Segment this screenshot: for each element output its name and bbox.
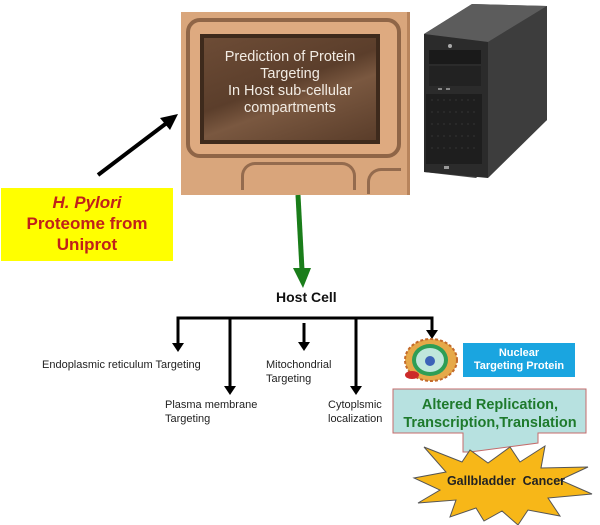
arrowhead-nuclear [426, 330, 438, 339]
monitor-cable [367, 168, 401, 194]
cyto-label-line-1: Cytoplsmic [328, 399, 382, 411]
outcome-line-1: Altered Replication, [421, 397, 559, 413]
pm-label-line-2: Targeting [165, 412, 211, 425]
arrowhead-mitochondrial [298, 342, 310, 351]
monitor-stand [241, 162, 356, 190]
monitor-to-host-cell-arrow [293, 194, 311, 288]
monitor-screen: Prediction of Protein Targeting In Host … [200, 34, 380, 144]
source-line-3: Uniprot [56, 235, 118, 254]
mitochondrial-targeting-label: Mitochondrial Targeting [266, 359, 331, 386]
arrowhead-plasma-membrane [224, 386, 236, 395]
er-label-line-1: Endoplasmic reticulum Targeting [42, 359, 201, 371]
source-proteome-box: H. Pylori Proteome from Uniprot [1, 188, 173, 261]
outcome-line-2: Transcription,Translation [403, 415, 577, 431]
gallbladder-cancer-label: Gallbladder Cancer [446, 474, 566, 488]
mito-label-line-2: Targeting [266, 372, 312, 385]
cyto-label-line-2: localization [328, 412, 383, 425]
source-to-monitor-arrow [96, 114, 178, 177]
screen-line-1: Prediction of Protein [224, 49, 356, 65]
nuclear-line-1: Nuclear [498, 347, 540, 359]
cytoplasmic-localization-label: Cytoplsmic localization [328, 399, 382, 426]
nuclear-line-2: Targeting Protein [473, 360, 565, 372]
host-cell-branch-tree [176, 316, 434, 388]
outcome-label: Altered Replication, Transcription,Trans… [392, 396, 588, 432]
cell-nucleus-icon [404, 338, 458, 382]
cancer-starburst-shape [412, 444, 593, 525]
monitor-illustration: Prediction of Protein Targeting In Host … [181, 12, 410, 195]
screen-line-2: Targeting [260, 66, 320, 82]
source-line-2: Proteome from [26, 214, 148, 233]
nuclear-targeting-box: Nuclear Targeting Protein [463, 343, 575, 377]
monitor-screen-text: Prediction of Protein Targeting In Host … [225, 49, 356, 129]
computer-tower-icon [424, 4, 547, 178]
arrowhead-er [172, 343, 184, 352]
pm-label-line-1: Plasma membrane [165, 399, 258, 411]
screen-line-4: compartments [244, 100, 336, 116]
arrowhead-cytoplasmic [350, 386, 362, 395]
organism-name: H. Pylori [52, 193, 122, 212]
er-targeting-label: Endoplasmic reticulum Targeting [42, 359, 201, 373]
plasma-membrane-targeting-label: Plasma membrane Targeting [165, 399, 257, 426]
mito-label-line-1: Mitochondrial [266, 359, 332, 371]
host-cell-label: Host Cell [276, 289, 337, 305]
screen-line-3: In Host sub-cellular [227, 83, 353, 99]
